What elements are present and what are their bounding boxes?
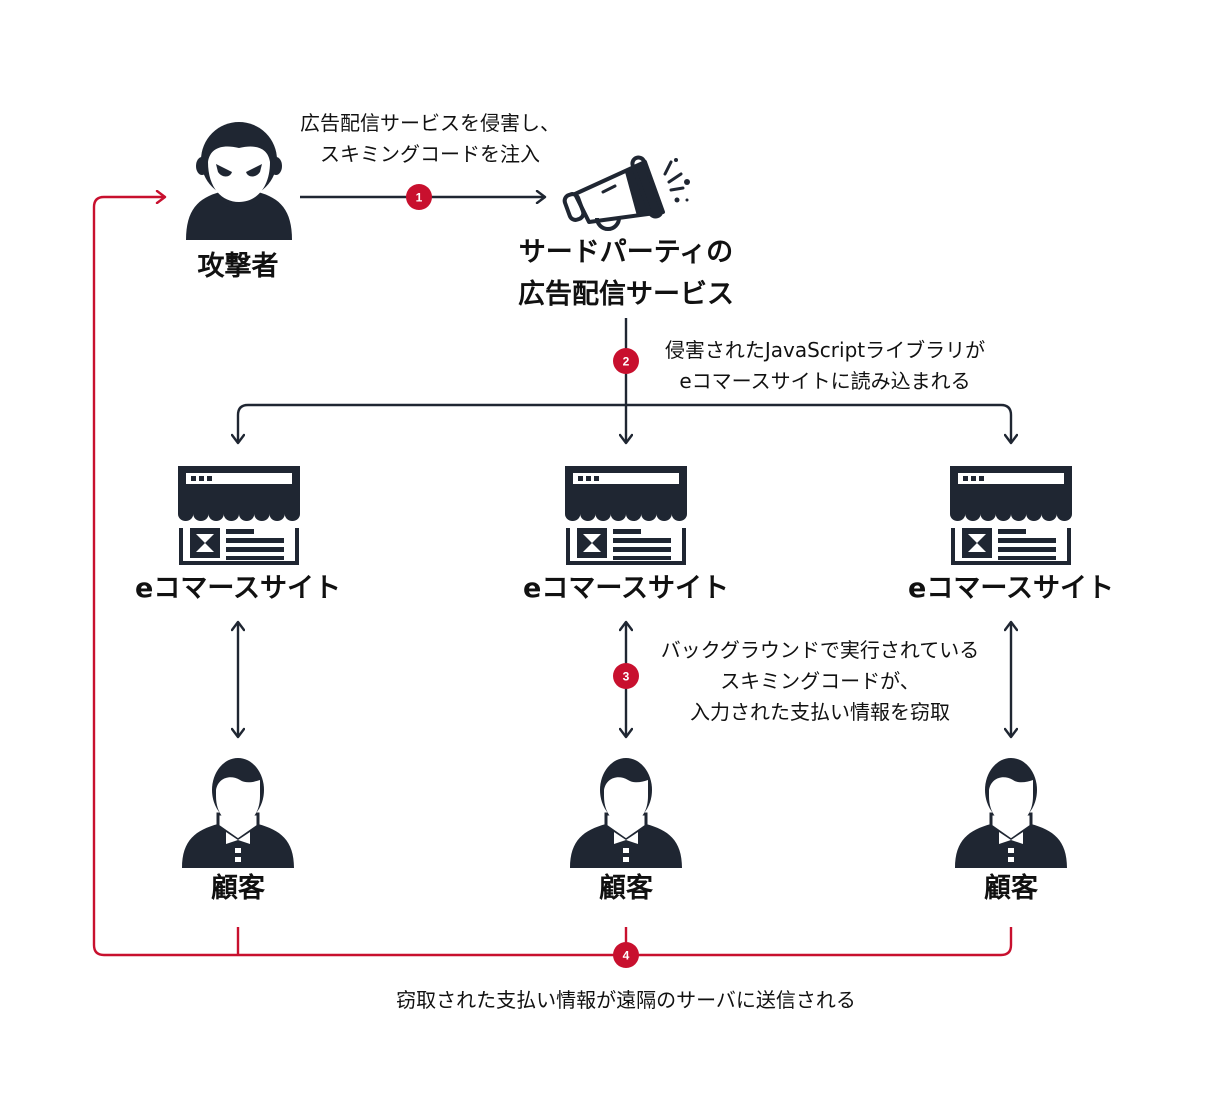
megaphone-icon <box>562 155 690 231</box>
svg-text:3: 3 <box>623 670 630 684</box>
step-3-line-3: 入力された支払い情報を窃取 <box>690 700 950 724</box>
step-3-line-2: スキミングコードが、 <box>720 669 920 693</box>
customer-label-2: 顧客 <box>599 873 653 904</box>
step-1-line-2: スキミングコードを注入 <box>320 142 540 166</box>
ecommerce-site-label-3: eコマースサイト <box>908 573 1114 604</box>
storefront-icon <box>948 464 1074 565</box>
ad-service-label-line2: 広告配信サービス <box>518 279 734 310</box>
branch-left <box>238 403 626 443</box>
customer-label-1: 顧客 <box>211 873 265 904</box>
ecommerce-site-label-1: eコマースサイト <box>135 573 341 604</box>
customer-label-3: 顧客 <box>984 873 1038 904</box>
customer-icon <box>180 756 296 870</box>
step-2-line-1: 侵害されたJavaScriptライブラリが <box>664 338 986 362</box>
svg-text:2: 2 <box>623 355 630 369</box>
step-1-description: 広告配信サービスを侵害し、 スキミングコードを注入 <box>270 108 590 170</box>
step-3-line-1: バックグラウンドで実行されている <box>660 638 980 662</box>
attacker-icon <box>186 122 292 240</box>
step-badge-3: 3 <box>613 663 639 689</box>
step-badge-1: 1 <box>406 184 432 210</box>
step-3-description: バックグラウンドで実行されている スキミングコードが、 入力された支払い情報を窃… <box>640 635 1000 728</box>
step-2-description: 侵害されたJavaScriptライブラリが eコマースサイトに読み込まれる <box>645 335 1005 397</box>
ecommerce-site-label-2: eコマースサイト <box>523 573 729 604</box>
step-badge-2: 2 <box>613 348 639 374</box>
step-badge-4: 4 <box>613 942 639 968</box>
step-2-line-2: eコマースサイトに読み込まれる <box>679 369 971 393</box>
customer-icon <box>953 756 1069 870</box>
customer-icon <box>568 756 684 870</box>
attacker-label: 攻撃者 <box>197 251 279 282</box>
step-1-line-1: 広告配信サービスを侵害し、 <box>300 111 560 135</box>
ad-service-label-line1: サードパーティの <box>518 237 734 268</box>
storefront-icon <box>176 464 302 565</box>
step-4-description: 窃取された支払い情報が遠隔のサーバに送信される <box>396 988 856 1012</box>
branch-right <box>626 403 1011 443</box>
storefront-icon <box>563 464 689 565</box>
ad-service-label: サードパーティの 広告配信サービス <box>476 232 776 316</box>
svg-text:1: 1 <box>416 191 423 205</box>
svg-text:4: 4 <box>623 949 630 963</box>
